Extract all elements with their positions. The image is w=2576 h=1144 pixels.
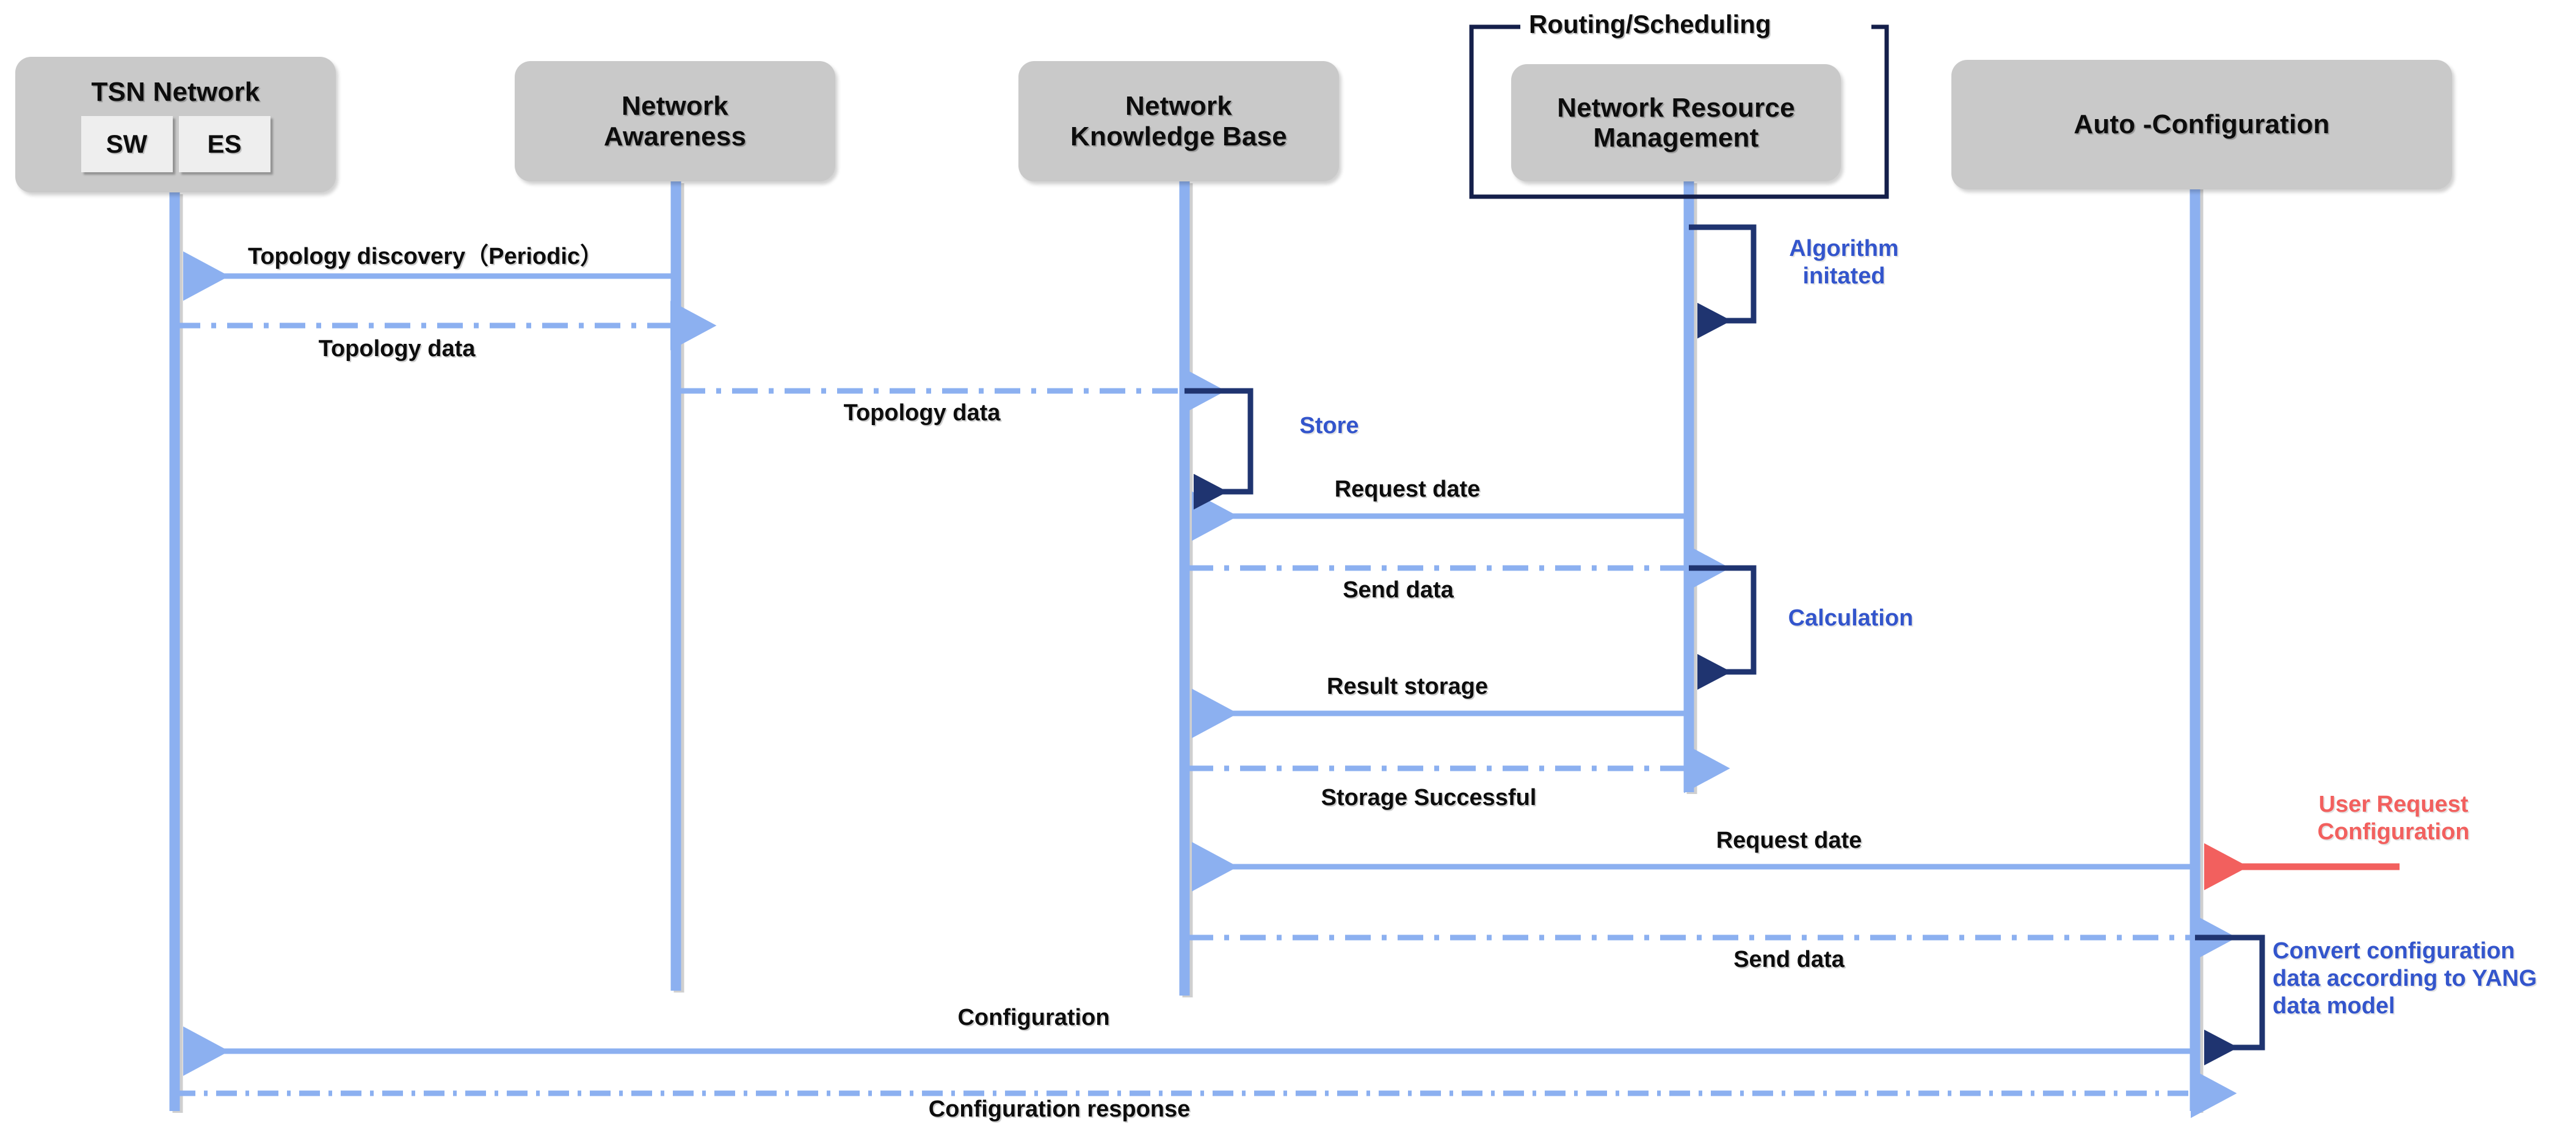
message-label-m4: Request date [1334,476,1481,502]
self-message-loops [1185,224,2265,1066]
message-label-m5: Send data [1343,577,1454,603]
participant-box-network-knowledge-base[interactable]: Network Knowledge Base [1018,61,1339,181]
participant-title-tsn: TSN Network [91,77,260,107]
message-label-m9: Send data [1733,947,1845,972]
external-message-label-e1: User Request Configuration [2317,792,2470,845]
participant-box-network-resource-management[interactable]: Network Resource Management [1511,64,1841,181]
lifelines [169,181,2204,1113]
participant-title-auto-configuration: Auto -Configuration [2073,109,2330,140]
participant-box-network-awareness[interactable]: Network Awareness [515,61,835,181]
participant-box-auto-configuration[interactable]: Auto -Configuration [1951,60,2452,189]
message-label-m10: Configuration [957,1005,1110,1030]
self-message-label-s1: Algorithm initated [1789,236,1899,289]
message-label-m7: Storage Successful [1321,785,1537,811]
message-label-m11: Configuration response [928,1096,1191,1122]
tsn-cell-sw[interactable]: SW [81,115,173,172]
message-label-m2: Topology data [318,336,476,362]
self-message-label-s2: Store [1299,413,1359,439]
message-label-m1: Topology discovery（Periodic） [247,244,604,269]
participant-box-tsn[interactable]: TSN Network SW ES [15,57,336,192]
participant-title-network-awareness: Network Awareness [603,91,747,151]
tsn-cell-es[interactable]: ES [178,115,270,172]
message-arrows [175,251,2400,1118]
message-label-m3: Topology data [843,400,1001,426]
message-label-m8: Request date [1716,828,1862,853]
self-loop-s3 [1689,565,1757,690]
self-loop-s2 [1185,388,1254,510]
fragment-label-routing-scheduling: Routing/Scheduling [1520,10,1780,39]
self-loop-s1 [1689,224,1757,339]
self-message-label-s3: Calculation [1788,605,1914,631]
fragment-routing-scheduling [1469,24,1889,199]
self-message-label-s4: Convert configuration data according to … [2273,938,2537,1019]
tsn-device-group: SW ES [81,115,270,172]
participant-title-network-knowledge-base: Network Knowledge Base [1070,91,1287,151]
participant-title-network-resource-management: Network Resource Management [1557,92,1795,153]
message-label-m6: Result storage [1327,674,1488,699]
self-loop-s4 [2195,935,2265,1066]
